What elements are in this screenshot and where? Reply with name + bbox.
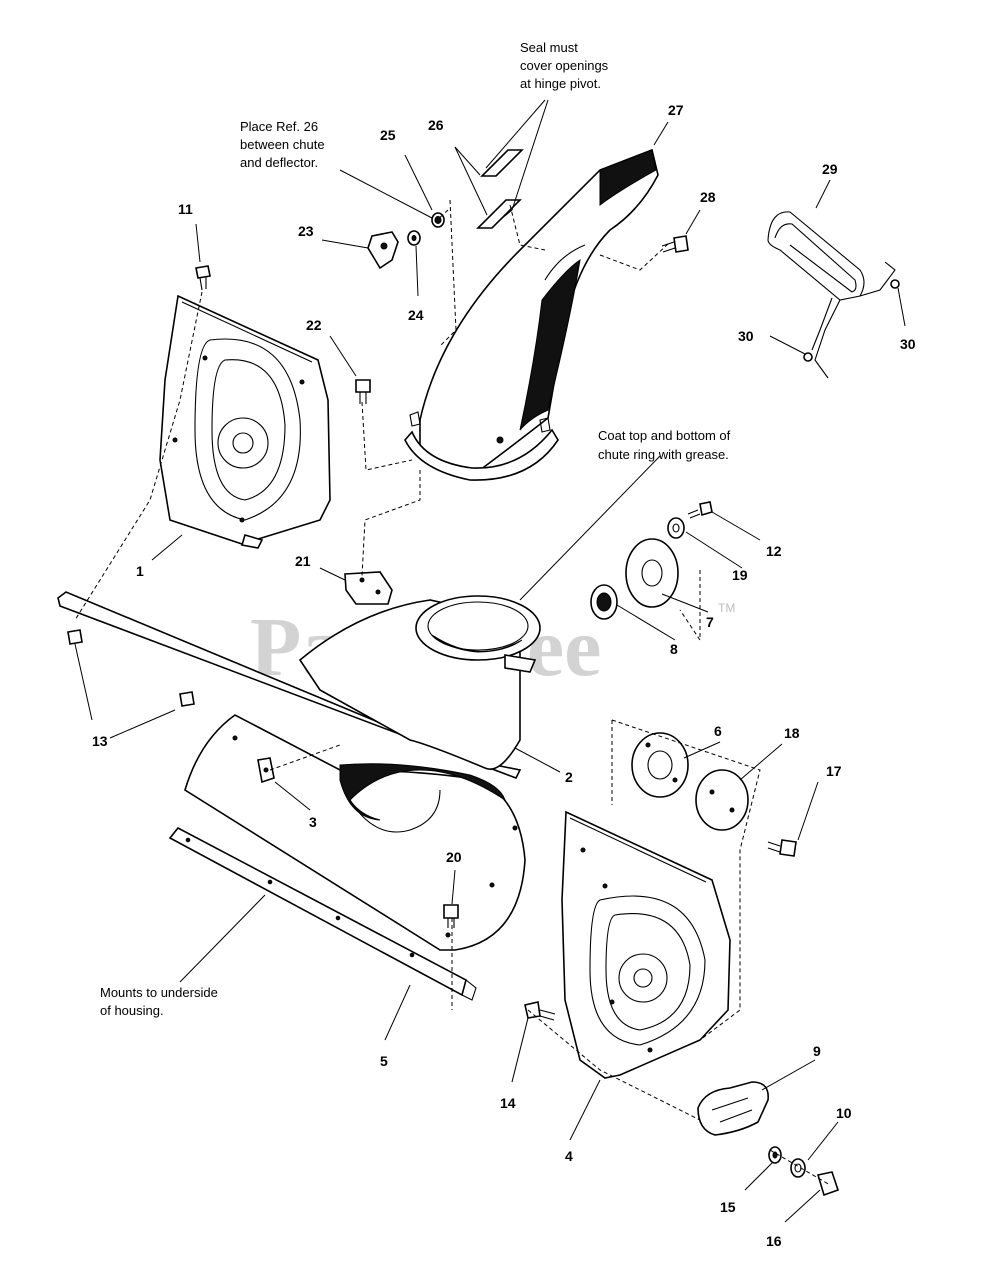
callout-30-left: 30 <box>738 328 754 344</box>
callout-12: 12 <box>766 543 782 559</box>
callout-18: 18 <box>784 725 800 741</box>
callout-20: 20 <box>446 849 462 865</box>
callout-15: 15 <box>720 1199 736 1215</box>
part-12-bolt[interactable] <box>687 501 713 519</box>
svg-text:Coat top and bottom of: Coat top and bottom of <box>598 428 731 443</box>
note-mounts-underside: Mounts to underside of housing. <box>100 985 218 1018</box>
callout-17: 17 <box>826 763 842 779</box>
svg-text:Mounts to underside: Mounts to underside <box>100 985 218 1000</box>
callout-21: 21 <box>295 553 311 569</box>
part-17-bolt[interactable] <box>767 839 797 857</box>
callout-24: 24 <box>408 307 424 323</box>
part-7-ring-plate[interactable] <box>625 538 679 608</box>
part-26-seals[interactable] <box>476 149 524 229</box>
note-place-ref: Place Ref. 26 between chute and deflecto… <box>240 119 325 170</box>
note-seal: Seal must cover openings at hinge pivot. <box>520 40 609 91</box>
callout-5: 5 <box>380 1053 388 1069</box>
part-24-washer[interactable] <box>407 230 421 246</box>
svg-text:and deflector.: and deflector. <box>240 155 318 170</box>
part-1-left-side-plate[interactable] <box>159 294 331 549</box>
svg-text:cover openings: cover openings <box>520 58 609 73</box>
part-5-skid-bar[interactable] <box>168 826 477 1001</box>
part-25-nut[interactable] <box>431 212 445 228</box>
part-28-bolt[interactable] <box>661 235 689 253</box>
callout-2: 2 <box>565 769 573 785</box>
callout-8: 8 <box>670 641 678 657</box>
part-14-bolt[interactable] <box>524 1001 556 1021</box>
svg-text:Place Ref. 26: Place Ref. 26 <box>240 119 318 134</box>
note-coat-grease: Coat top and bottom of chute ring with g… <box>598 428 731 462</box>
callout-16: 16 <box>766 1233 782 1249</box>
callout-13: 13 <box>92 733 108 749</box>
part-13-clip-nut[interactable] <box>67 629 195 707</box>
callout-28: 28 <box>700 189 716 205</box>
callout-29: 29 <box>822 161 838 177</box>
callout-10: 10 <box>836 1105 852 1121</box>
watermark-trademark: TM <box>718 601 735 615</box>
callout-26: 26 <box>428 117 444 133</box>
assembly-dashed-lines <box>74 199 831 1186</box>
svg-text:chute ring with grease.: chute ring with grease. <box>598 447 729 462</box>
callout-9: 9 <box>813 1043 821 1059</box>
callout-19: 19 <box>732 567 748 583</box>
part-20-bolt[interactable] <box>443 904 459 928</box>
part-30-clip[interactable] <box>803 279 900 362</box>
callout-11: 11 <box>178 201 193 217</box>
part-23-lever[interactable] <box>367 231 399 270</box>
svg-text:Seal must: Seal must <box>520 40 578 55</box>
part-19-nut[interactable] <box>667 517 685 539</box>
callout-30-right: 30 <box>900 336 916 352</box>
part-4-right-side-plate[interactable] <box>561 810 731 1079</box>
part-8-gear[interactable] <box>590 584 618 620</box>
part-18-cover-plate[interactable] <box>695 769 749 831</box>
callout-3: 3 <box>309 814 317 830</box>
callout-23: 23 <box>298 223 314 239</box>
callout-22: 22 <box>306 317 322 333</box>
part-29-control-rod[interactable] <box>767 211 896 379</box>
part-27-discharge-chute[interactable] <box>404 148 659 481</box>
svg-text:at hinge pivot.: at hinge pivot. <box>520 76 601 91</box>
callout-6: 6 <box>714 723 722 739</box>
svg-text:of housing.: of housing. <box>100 1003 164 1018</box>
callout-labels: 1 2 3 4 5 6 7 8 9 10 11 12 13 14 15 16 1… <box>92 102 916 1249</box>
callout-7: 7 <box>706 614 714 630</box>
part-3-clip-nut[interactable] <box>257 757 275 784</box>
part-22-bolt[interactable] <box>355 379 371 404</box>
callout-4: 4 <box>565 1148 573 1164</box>
callout-27: 27 <box>668 102 684 118</box>
part-10-nut[interactable] <box>790 1158 806 1178</box>
part-21-bracket-block[interactable] <box>344 571 393 605</box>
part-9-bracket[interactable] <box>697 1081 769 1136</box>
callout-14: 14 <box>500 1095 516 1111</box>
part-6-flange[interactable] <box>631 732 689 798</box>
svg-text:between chute: between chute <box>240 137 325 152</box>
callout-25: 25 <box>380 127 396 143</box>
leader-lines <box>74 99 906 1223</box>
callout-1: 1 <box>136 563 144 579</box>
part-11-bolt[interactable] <box>195 265 211 291</box>
